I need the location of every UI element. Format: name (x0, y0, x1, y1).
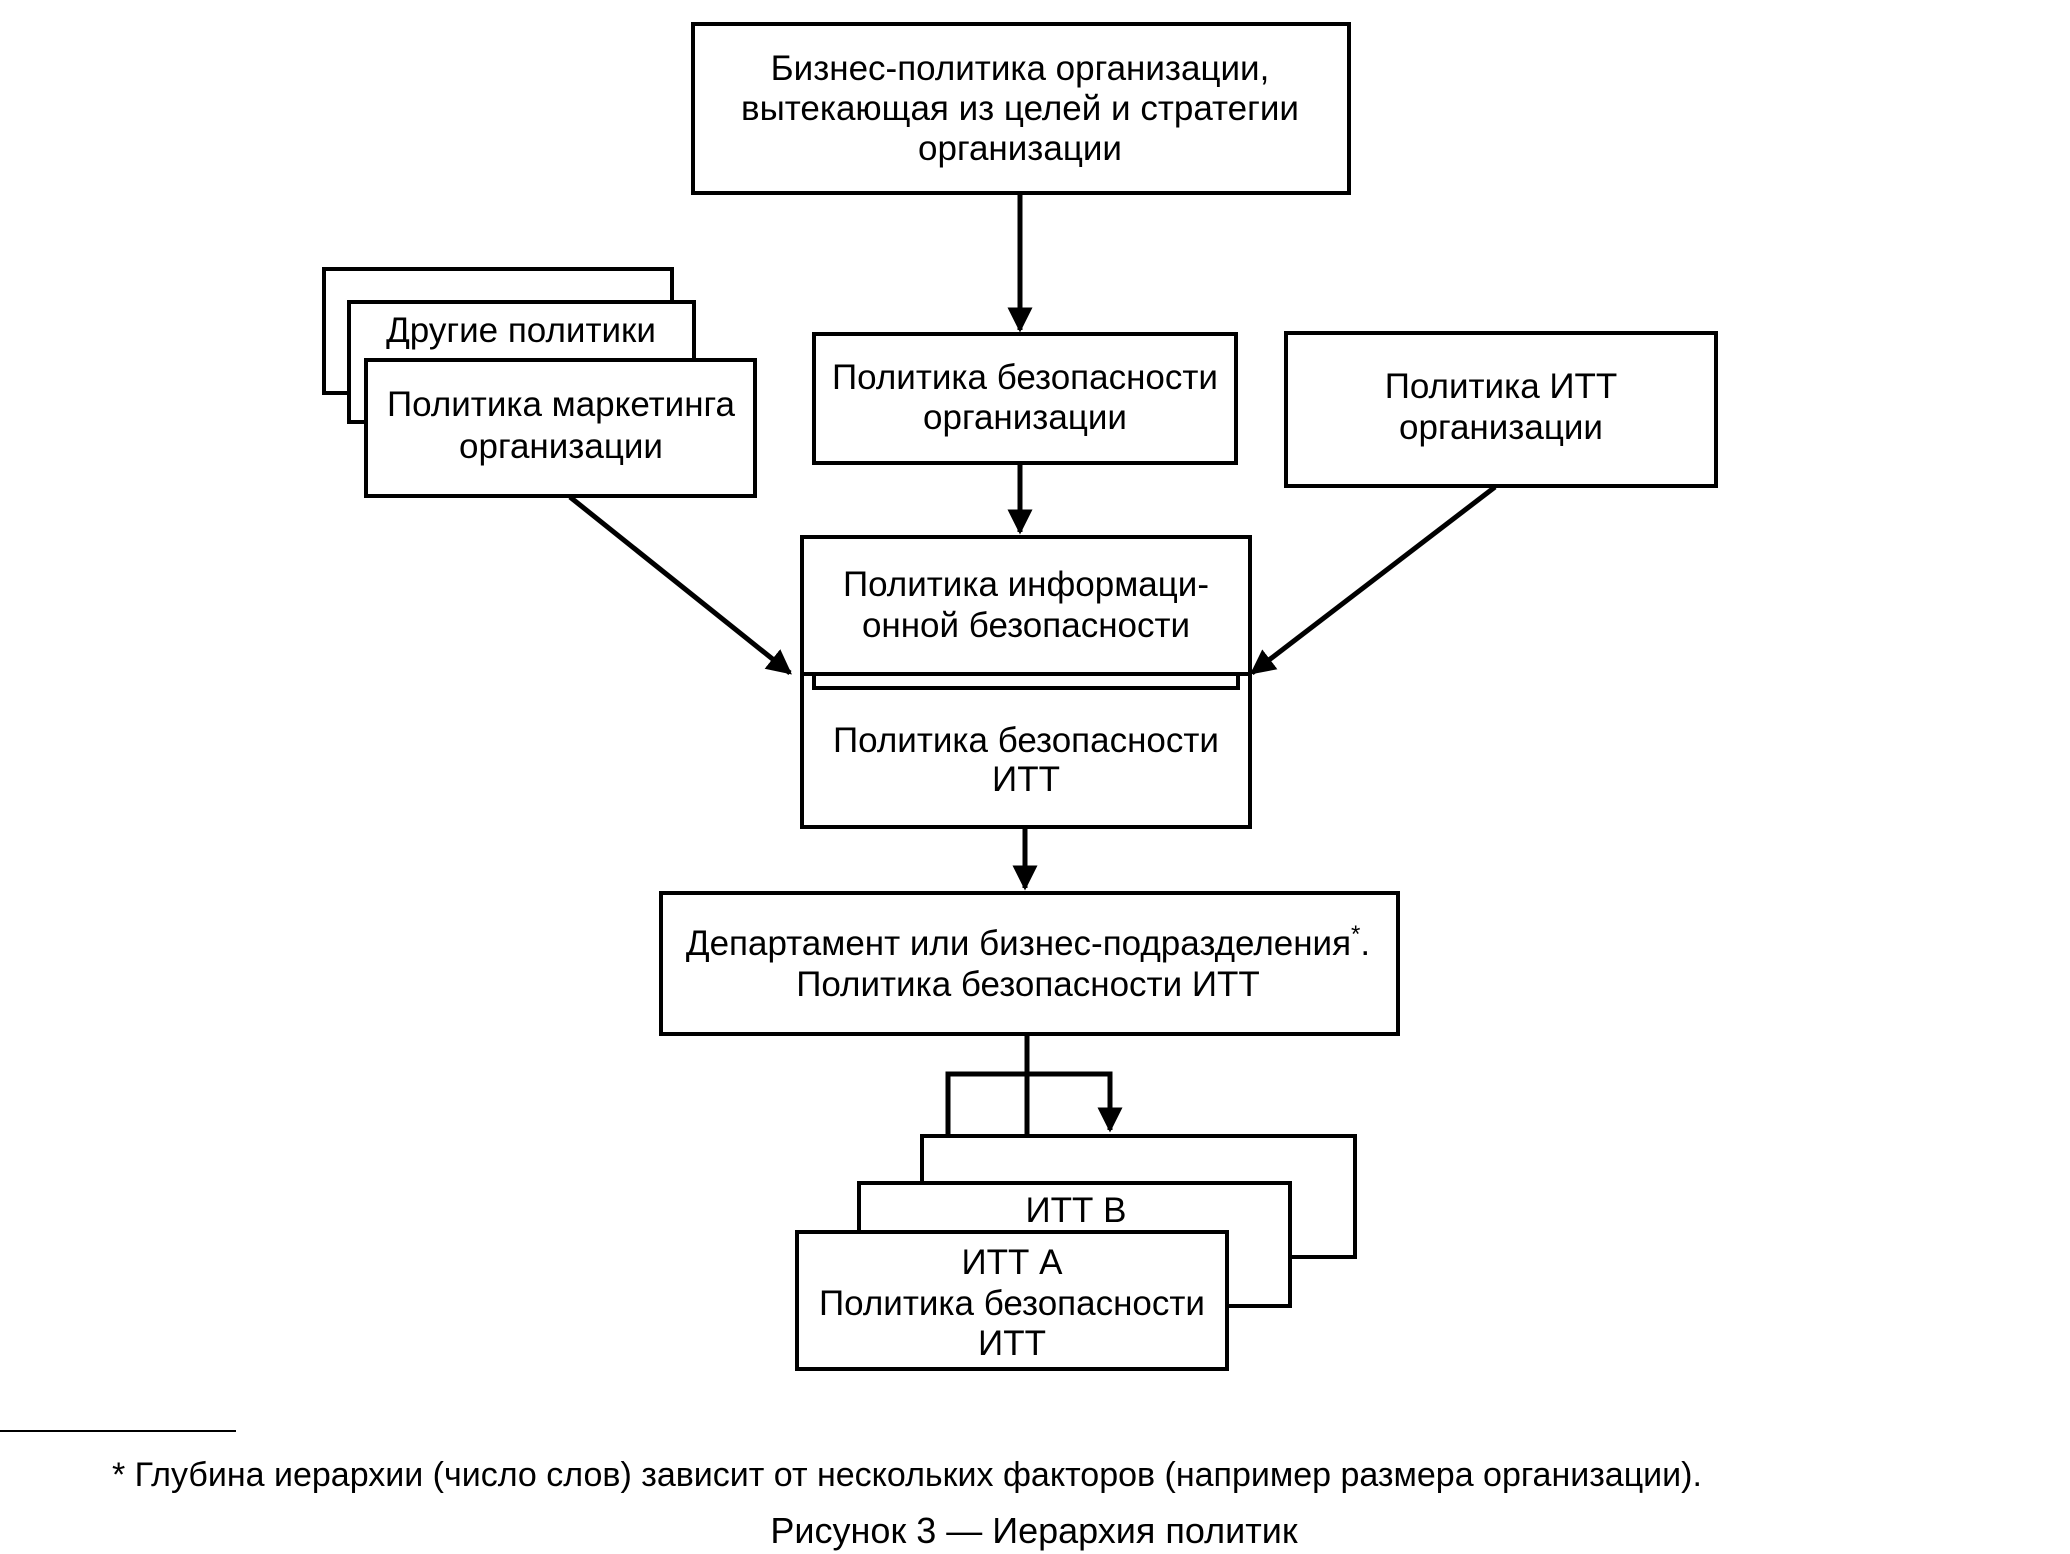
ict-b-label: ИТТ B (1026, 1191, 1127, 1230)
ict-a-card (795, 1230, 1229, 1371)
connector-bar (812, 672, 1240, 690)
arrow-marketing-to-infosec (568, 495, 792, 675)
node-ict-policy: Политика ИТТ организации (1284, 331, 1718, 488)
figure-caption: Рисунок 3 — Иерархия политик (770, 1510, 1297, 1551)
ict-policy-line-2: организации (1399, 408, 1603, 447)
department-policy-line-1: Департамент или бизнес-подразделения*. (686, 921, 1370, 963)
ict-a-line-1: ИТТ A (962, 1243, 1064, 1282)
footnote: * Глубина иерархии (число слов) зависит … (112, 1456, 1702, 1494)
arrow-ict-to-infosec (1250, 485, 1497, 675)
node-business-policy: Бизнес-политика организации, вытекающая … (691, 22, 1351, 195)
other-policies-label: Другие политики (386, 311, 656, 350)
ict-a-line-2: Политика безопасности (819, 1284, 1205, 1323)
infosec-policy-card (800, 535, 1252, 676)
arrow-department-to-ict-c (1027, 1071, 1123, 1133)
marketing-policy-line-2: организации (459, 427, 663, 466)
business-policy-line-2: вытекающая из целей и стратегии (741, 89, 1299, 128)
node-ict-stack: ИТТ B ИТТ A Политика безопасности ИТТ (795, 1134, 1357, 1371)
node-security-policy: Политика безопасности организации (812, 332, 1238, 465)
ict-a-line-3: ИТТ (978, 1324, 1046, 1363)
node-other-policies-stack: Другие политики Политика маркетинга орга… (322, 267, 757, 498)
business-policy-line-1: Бизнес-политика организации, (771, 49, 1270, 88)
business-policy-line-3: организации (918, 129, 1122, 168)
department-policy-line-2: Политика безопасности ИТТ (796, 965, 1260, 1004)
connectors (568, 192, 1497, 1230)
marketing-policy-card (364, 358, 757, 498)
infosec-policy-line-1: Политика информаци- (843, 565, 1209, 604)
ict-security-policy-line-2: ИТТ (992, 760, 1060, 799)
node-department-policy: Департамент или бизнес-подразделения*. П… (659, 891, 1400, 1036)
security-policy-line-1: Политика безопасности (832, 358, 1218, 397)
ict-policy-line-1: Политика ИТТ (1385, 367, 1618, 406)
infosec-policy-line-2: онной безопасности (862, 606, 1190, 645)
marketing-policy-line-1: Политика маркетинга (387, 385, 736, 424)
ict-security-policy-line-1: Политика безопасности (833, 721, 1219, 760)
node-infosec-ictsec-block: Политика информаци- онной безопасности П… (800, 535, 1252, 829)
security-policy-line-2: организации (923, 398, 1127, 437)
